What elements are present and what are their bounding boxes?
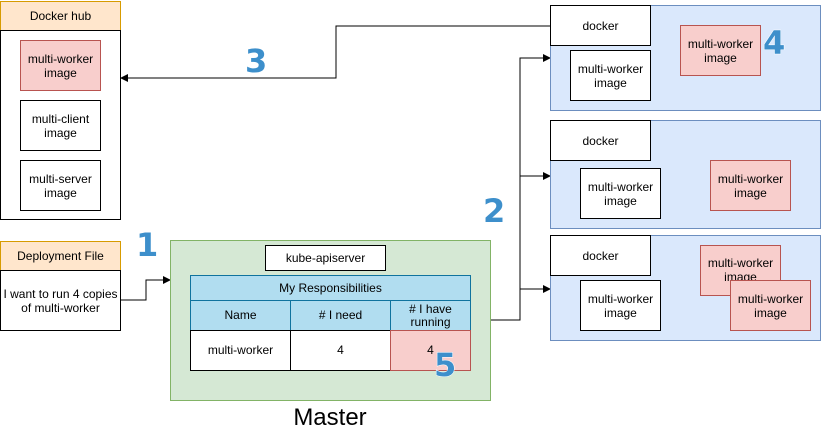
step-number-5: 5 bbox=[433, 346, 457, 385]
master-label: Master bbox=[293, 404, 367, 431]
node-3-new-worker-image-b: multi-worker image bbox=[730, 280, 811, 331]
col-header-name: Name bbox=[190, 300, 291, 331]
deployment-file-title: Deployment File bbox=[0, 241, 121, 271]
node-2-worker-image: multi-worker image bbox=[580, 168, 661, 219]
deployment-file-body: I want to run 4 copies of multi-worker bbox=[0, 270, 121, 331]
node-1-docker: docker bbox=[550, 5, 651, 46]
step-number-4: 4 bbox=[762, 24, 786, 63]
step-number-2: 2 bbox=[482, 192, 506, 231]
dockerhub-multi-server-image: multi-server image bbox=[20, 160, 101, 211]
docker-hub-title: Docker hub bbox=[0, 1, 121, 31]
node-1-new-worker-image: multi-worker image bbox=[680, 25, 761, 76]
step-number-3: 3 bbox=[244, 42, 268, 81]
node-2-docker: docker bbox=[550, 120, 651, 161]
step-number-1: 1 bbox=[135, 226, 159, 265]
cell-running: 4 bbox=[390, 330, 471, 371]
arrow-node-to-dockerhub bbox=[120, 25, 550, 82]
node-2-new-worker-image: multi-worker image bbox=[710, 160, 791, 211]
kube-apiserver: kube-apiserver bbox=[265, 245, 386, 271]
dockerhub-multi-client-image: multi-client image bbox=[20, 100, 101, 151]
responsibilities-title: My Responsibilities bbox=[190, 275, 471, 301]
cell-name: multi-worker bbox=[190, 330, 291, 371]
dockerhub-multi-worker-image: multi-worker image bbox=[20, 40, 101, 91]
col-header-need: # I need bbox=[290, 300, 391, 331]
node-1-worker-image: multi-worker image bbox=[570, 50, 651, 101]
cell-need: 4 bbox=[290, 330, 391, 371]
arrow-deployment-to-master bbox=[121, 276, 171, 301]
node-3-worker-image: multi-worker image bbox=[580, 280, 661, 331]
col-header-running: # I have running bbox=[390, 300, 471, 331]
node-3-docker: docker bbox=[550, 235, 651, 276]
arrow-master-to-node-1 bbox=[490, 54, 551, 321]
